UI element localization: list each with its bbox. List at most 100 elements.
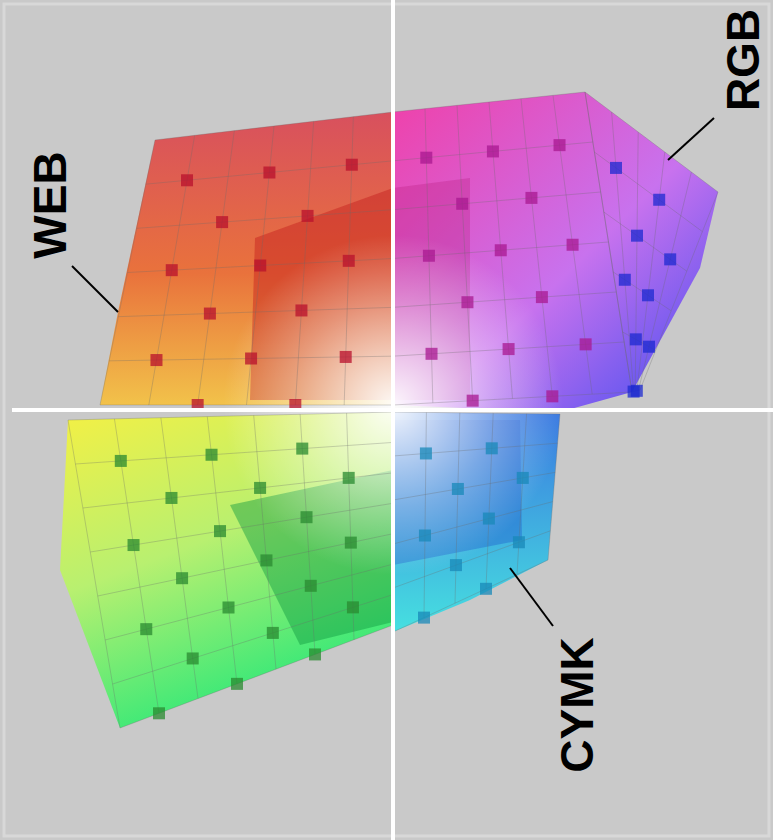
- color-sample: [301, 511, 313, 523]
- leader-line: [668, 118, 714, 160]
- color-sample: [176, 572, 188, 584]
- color-sample: [419, 530, 431, 542]
- gamut-dots: [115, 139, 676, 719]
- grid-line: [105, 564, 393, 640]
- grid-line: [68, 412, 393, 420]
- color-sample: [140, 623, 152, 635]
- color-sample: [153, 707, 165, 719]
- color-sample: [452, 483, 464, 495]
- color-sample: [630, 333, 642, 345]
- color-sample: [346, 159, 358, 171]
- color-sample: [426, 348, 438, 360]
- color-sample: [631, 230, 643, 242]
- color-sample: [420, 447, 432, 459]
- color-sample: [487, 145, 499, 157]
- color-sample: [216, 216, 228, 228]
- grid-line: [393, 472, 555, 500]
- grid-line: [393, 443, 558, 456]
- color-sample: [340, 351, 352, 363]
- color-sample: [309, 648, 321, 660]
- grid-line: [521, 99, 552, 397]
- grid-line: [114, 419, 159, 713]
- color-sample: [418, 612, 430, 624]
- color-sample: [263, 167, 275, 179]
- color-sample: [206, 449, 218, 461]
- color-sample: [653, 194, 665, 206]
- grid-line: [98, 534, 393, 596]
- color-sample: [302, 210, 314, 222]
- color-sample: [254, 260, 266, 272]
- grid-line: [120, 625, 393, 728]
- grid-line: [393, 292, 616, 307]
- color-sample: [295, 304, 307, 316]
- grid-line: [100, 405, 393, 406]
- grid-line: [393, 392, 632, 405]
- color-sample: [486, 442, 498, 454]
- grid-line: [640, 192, 718, 390]
- grid-line: [90, 503, 393, 552]
- grid-line: [455, 413, 460, 603]
- color-sample: [467, 395, 479, 407]
- leader-line: [72, 266, 118, 312]
- color-sample: [480, 583, 492, 595]
- color-sample: [664, 253, 676, 265]
- color-sample: [150, 354, 162, 366]
- color-sample: [231, 678, 243, 690]
- color-sample: [461, 296, 473, 308]
- gamut-label: CYMK: [554, 637, 600, 772]
- color-sample: [554, 139, 566, 151]
- color-sample: [495, 244, 507, 256]
- color-sample: [128, 539, 140, 551]
- color-sample: [580, 338, 592, 350]
- color-sample: [343, 255, 355, 267]
- grid-line: [161, 418, 198, 699]
- grid-line: [486, 413, 493, 589]
- color-sample: [450, 559, 462, 571]
- vertical-axis: [391, 0, 395, 840]
- grid-line: [637, 152, 665, 391]
- color-sample: [166, 264, 178, 276]
- color-sample: [204, 308, 216, 320]
- gamut-label: WEB: [27, 151, 73, 258]
- grid-line: [393, 412, 560, 414]
- color-sample: [260, 554, 272, 566]
- color-sample: [610, 162, 622, 174]
- color-sample: [214, 525, 226, 537]
- color-sample: [642, 289, 654, 301]
- color-sample: [254, 482, 266, 494]
- color-sample: [456, 198, 468, 210]
- color-sample: [347, 601, 359, 613]
- color-sample: [420, 152, 432, 164]
- grid-line: [393, 531, 550, 588]
- grid-line: [68, 420, 120, 728]
- color-sample: [115, 455, 127, 467]
- color-sample: [631, 385, 643, 397]
- color-sample: [165, 492, 177, 504]
- color-sample: [567, 239, 579, 251]
- grid-line: [83, 473, 393, 508]
- frame: [4, 4, 769, 836]
- color-sample: [619, 274, 631, 286]
- color-sample: [343, 472, 355, 484]
- color-sample: [503, 343, 515, 355]
- color-sample: [423, 250, 435, 262]
- color-sample: [536, 291, 548, 303]
- color-sample: [296, 443, 308, 455]
- grid-line: [548, 414, 560, 560]
- grid-line: [612, 112, 634, 392]
- grid-line: [113, 595, 393, 684]
- color-sample: [513, 536, 525, 548]
- grid-line: [295, 121, 313, 405]
- grid-line: [118, 307, 393, 316]
- color-sample: [267, 627, 279, 639]
- gamut-label: RGB: [720, 9, 766, 111]
- grid-line: [517, 414, 527, 575]
- color-sample: [305, 580, 317, 592]
- color-sample: [517, 472, 529, 484]
- leader-line: [510, 568, 553, 626]
- color-sample: [181, 174, 193, 186]
- color-sample: [245, 353, 257, 365]
